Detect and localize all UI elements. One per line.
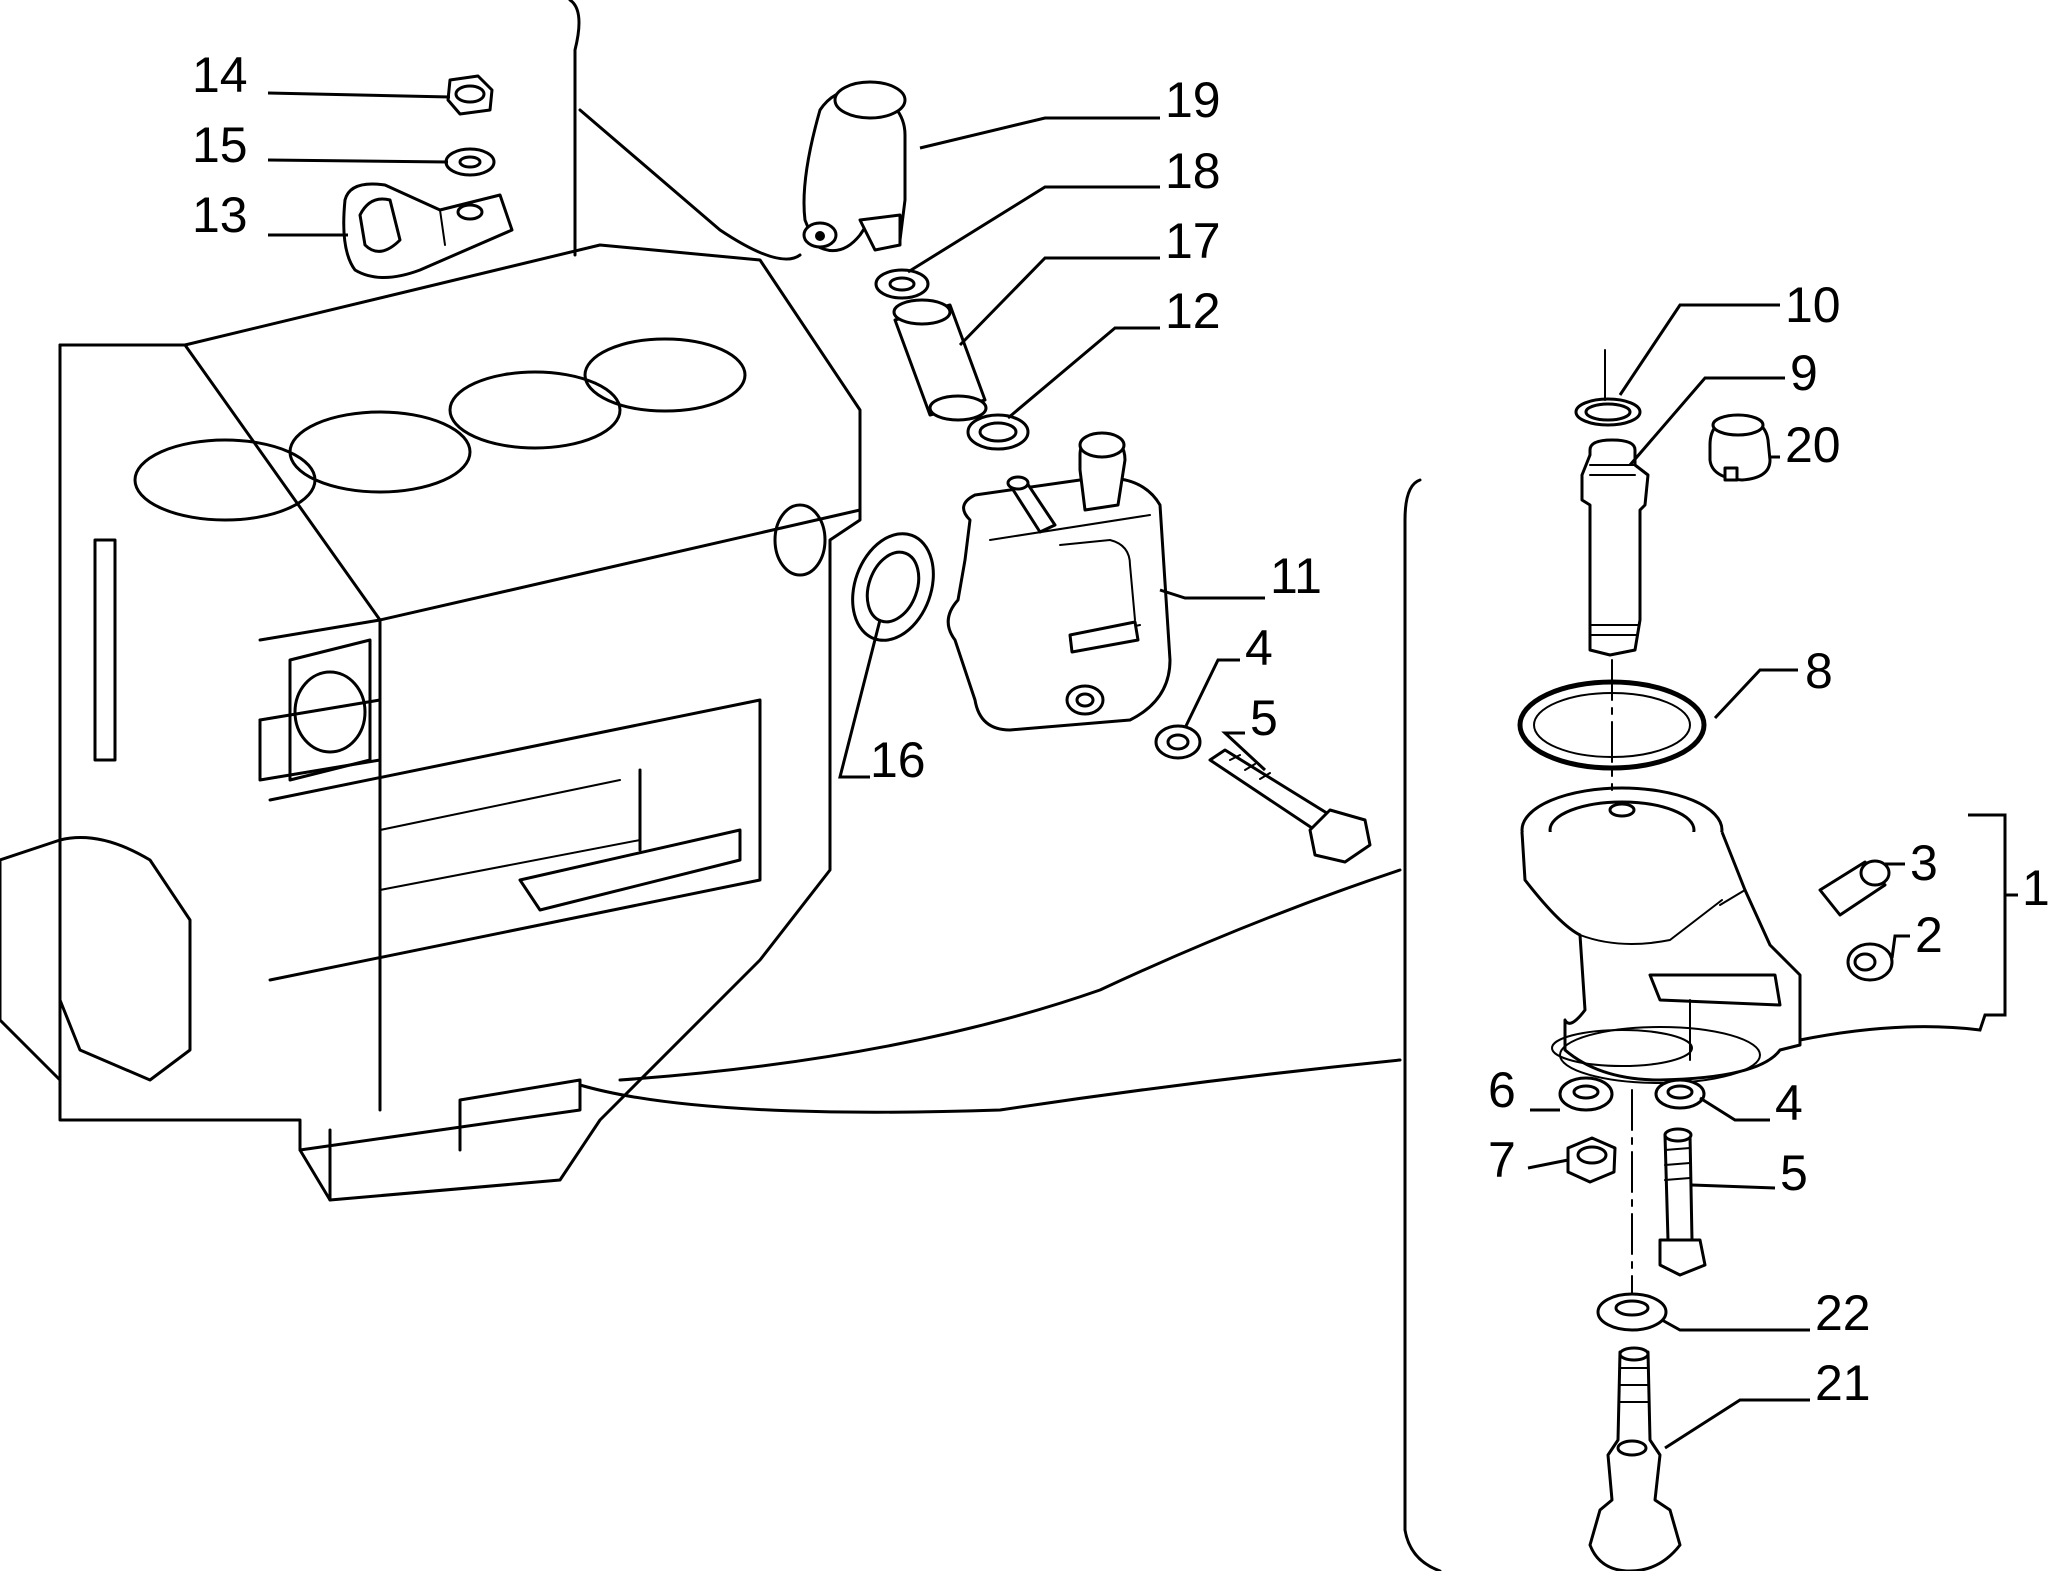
part-1-filter-head [1520, 786, 1802, 1084]
part-4-washer-lower [1654, 1078, 1706, 1110]
part-14-nut [446, 74, 494, 116]
engine-block [0, 243, 862, 1202]
callout-15: 15 [192, 117, 248, 173]
callout-4-upper: 4 [1245, 620, 1273, 676]
part-6-washer [1558, 1076, 1614, 1112]
callout-19: 19 [1165, 72, 1221, 128]
inset-frame-right [1403, 478, 1442, 1571]
part-3-pin [1818, 859, 1891, 917]
part-18-washer [874, 268, 930, 300]
callout-5-lower: 5 [1780, 1145, 1808, 1201]
part-22-washer [1596, 1292, 1668, 1332]
callout-7: 7 [1488, 1132, 1516, 1188]
part-10-oring [1574, 397, 1642, 427]
part-9-stud [1580, 438, 1650, 657]
callout-13: 13 [192, 187, 248, 243]
part-7-nut [1566, 1136, 1617, 1184]
callout-12: 12 [1165, 283, 1221, 339]
callout-16: 16 [870, 732, 926, 788]
callout-20: 20 [1785, 417, 1841, 473]
inset-connector [578, 108, 802, 261]
callout-10: 10 [1785, 277, 1841, 333]
callout-8: 8 [1805, 643, 1833, 699]
callout-11: 11 [1270, 548, 1322, 604]
part-21-bolt [1588, 1346, 1682, 1571]
callout-1: 1 [2022, 860, 2048, 916]
inset-connector-lower [578, 1058, 1402, 1114]
part-17-sleeve [892, 298, 988, 422]
callout-21: 21 [1815, 1355, 1871, 1411]
callout-2: 2 [1915, 907, 1943, 963]
callout-6: 6 [1488, 1062, 1516, 1118]
part-5-bolt-lower [1658, 1127, 1707, 1277]
callout-22: 22 [1815, 1285, 1871, 1341]
inset-frame-top [568, 0, 581, 257]
part-11-housing [946, 431, 1172, 732]
callout-3: 3 [1910, 835, 1938, 891]
part-13-clamp [342, 182, 514, 279]
leader-lines [267, 91, 1910, 1450]
callout-9: 9 [1790, 345, 1818, 401]
inset-connector-mid [618, 868, 1402, 1082]
callout-14: 14 [192, 47, 248, 103]
callout-labels: 14 15 13 19 18 17 12 11 4 5 16 10 9 20 8… [192, 47, 2048, 1411]
callout-4-lower: 4 [1775, 1075, 1803, 1131]
part-2-bush [1846, 942, 1894, 982]
part-19-elbow [802, 80, 907, 253]
part-4-washer-upper [1154, 724, 1202, 760]
part-16-oring [851, 532, 935, 642]
callout-18: 18 [1165, 143, 1221, 199]
part-5-bolt-upper [1208, 748, 1372, 864]
part-20-plug [1708, 413, 1772, 482]
part-12-seal [966, 413, 1030, 451]
part-15-washer [444, 147, 496, 177]
callout-5-upper: 5 [1250, 690, 1278, 746]
bracket-1 [1799, 813, 2007, 1042]
callout-17: 17 [1165, 213, 1221, 269]
